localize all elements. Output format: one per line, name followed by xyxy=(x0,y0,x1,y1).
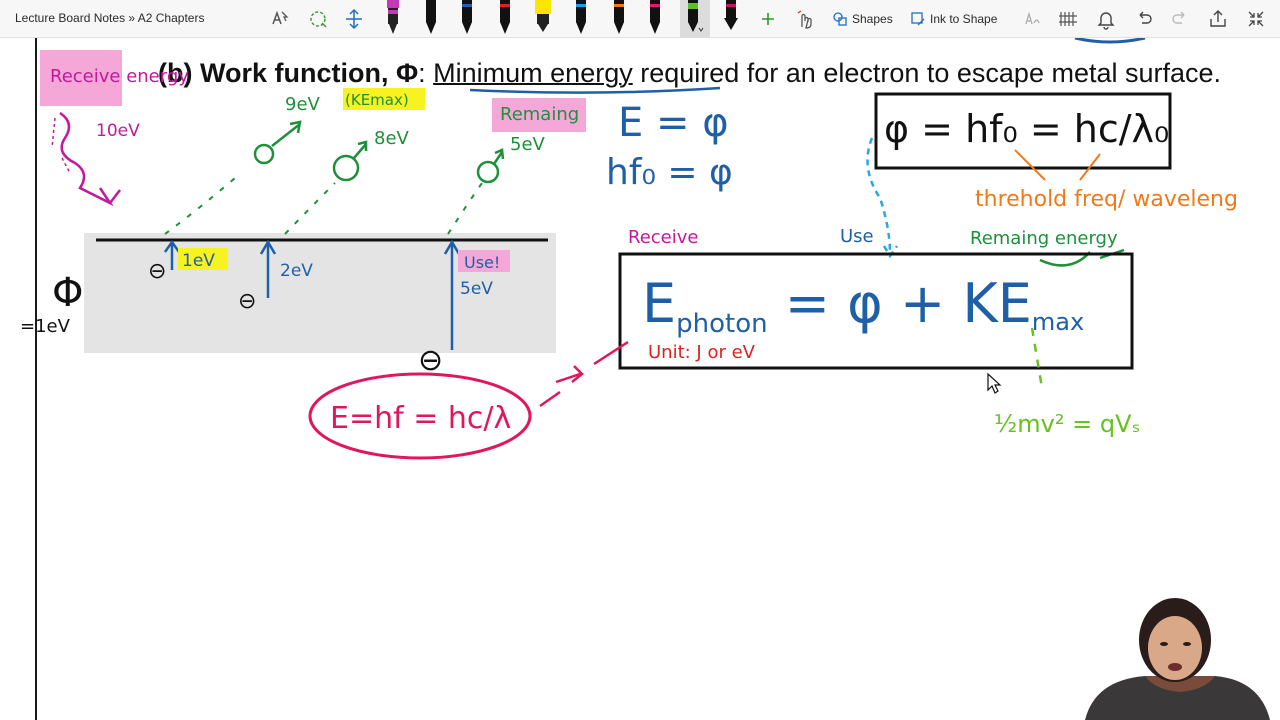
threshold-pointers xyxy=(1014,149,1101,181)
photon-wave xyxy=(59,111,121,207)
mouse-cursor xyxy=(987,372,1002,394)
receive-label: Receive xyxy=(628,227,698,248)
nine-ev-label: 9eV xyxy=(285,94,321,115)
pen-green-active[interactable] xyxy=(680,0,710,38)
toolbar: Lecture Board Notes » A2 Chapters Shapes… xyxy=(0,0,1280,38)
five-ev-top-label: 5eV xyxy=(510,134,546,155)
redo-icon[interactable] xyxy=(1168,7,1192,31)
pen-yellow-highlighter[interactable] xyxy=(532,0,554,36)
electron-3: ⊖ xyxy=(418,343,443,378)
photon-energy-equation: E=hf = hc/λ xyxy=(330,401,511,436)
heading-underlined: Minimum energy xyxy=(433,58,633,88)
phi-symbol: Φ xyxy=(52,270,83,316)
e-eq-phi: E = φ xyxy=(618,100,729,146)
threshold-label: threhold freq/ waveleng xyxy=(975,187,1238,212)
note-heading: (b) Work function, Φ: Minimum energy req… xyxy=(158,56,1258,91)
add-pen-icon[interactable] xyxy=(756,7,780,31)
pen-black-1[interactable] xyxy=(420,0,442,36)
ink-to-shape-label: Ink to Shape xyxy=(930,12,998,26)
escaped-electron-2 xyxy=(332,154,360,182)
ke-max-highlight xyxy=(343,88,425,110)
remaining-label: Remaing xyxy=(500,104,579,125)
einstein-box xyxy=(618,252,1134,370)
use-label-main: Use xyxy=(840,226,874,247)
two-ev-label: 2eV xyxy=(280,261,313,281)
margin-line xyxy=(35,38,37,720)
threshold-box xyxy=(874,92,1172,170)
receive-highlight xyxy=(40,50,122,106)
escape-arrow-2 xyxy=(353,140,368,159)
top-stroke xyxy=(1074,38,1146,44)
escape-arrow-3 xyxy=(492,148,505,165)
pen-orange[interactable] xyxy=(608,0,630,36)
electron-2: ⊖ xyxy=(238,289,256,314)
breadcrumb[interactable]: Lecture Board Notes » A2 Chapters xyxy=(15,11,205,25)
ke-connector xyxy=(1030,327,1044,389)
electron-1: ⊖ xyxy=(148,259,166,284)
shapes-label: Shapes xyxy=(852,12,893,26)
pen-magenta[interactable] xyxy=(382,0,404,36)
photon-energy-ellipse xyxy=(308,372,532,460)
share-icon[interactable] xyxy=(1206,7,1230,31)
add-space-icon[interactable] xyxy=(342,7,366,31)
hf0-eq-phi: hf₀ = φ xyxy=(606,152,733,193)
notification-bell-icon[interactable] xyxy=(1094,7,1118,31)
pen-black-2[interactable] xyxy=(456,0,478,36)
unit-label: Unit: J or eV xyxy=(648,342,756,363)
kinetic-equation: ½mv² = qVₛ xyxy=(994,410,1140,438)
one-ev-label: 1eV xyxy=(182,251,215,271)
pen-cyan[interactable] xyxy=(570,0,592,36)
undo-icon[interactable] xyxy=(1132,7,1156,31)
collapse-fullscreen-icon[interactable] xyxy=(1244,7,1268,31)
heading-ink-underline xyxy=(469,86,721,94)
remaining-highlight xyxy=(492,98,586,132)
ink-layer[interactable]: Receive energy 10eV Φ =1eV ⊖ ⊖ ⊖ 1eV 2eV… xyxy=(0,38,1280,720)
phi-eq-hf0: φ = hf₀ = hc/λ₀ xyxy=(884,107,1169,151)
escaped-electron-1 xyxy=(253,143,275,165)
five-ev-label: 5eV xyxy=(460,279,493,299)
pen-red[interactable] xyxy=(494,0,516,36)
heading-bold: (b) Work function, Φ xyxy=(158,58,419,88)
use-label: Use! xyxy=(464,253,500,272)
note-canvas[interactable]: (b) Work function, Φ: Minimum energy req… xyxy=(0,38,1280,720)
shapes-button[interactable]: Shapes xyxy=(832,8,893,30)
arrow-2ev xyxy=(259,239,277,298)
lasso-icon[interactable] xyxy=(306,7,330,31)
use-highlight xyxy=(458,250,510,272)
phi-value: =1eV xyxy=(20,316,71,337)
ink-to-text-icon[interactable] xyxy=(1020,7,1044,31)
presenter-avatar xyxy=(1085,598,1270,720)
pen-pink[interactable] xyxy=(644,0,666,36)
ten-ev-label: 10eV xyxy=(96,121,140,141)
use-arrow xyxy=(866,137,899,259)
receive-energy-label: Receive energy xyxy=(50,66,189,87)
heading-colon: : xyxy=(418,58,434,88)
eight-ev-label: 8eV xyxy=(374,128,410,149)
escape-path-1 xyxy=(164,177,236,235)
arrow-5ev xyxy=(443,239,461,350)
escape-arrow-1 xyxy=(271,120,302,147)
heading-rest: required for an electron to escape metal… xyxy=(632,58,1222,88)
lasso-select-icon[interactable] xyxy=(268,7,292,31)
remaining-brace xyxy=(1039,248,1125,267)
ke-max-note: (KEmax) xyxy=(345,91,409,109)
escape-path-3 xyxy=(447,182,483,235)
escape-path-2 xyxy=(284,182,336,235)
arrow-1ev xyxy=(163,239,181,270)
one-ev-highlight xyxy=(178,248,228,270)
photon-wave-dashes xyxy=(51,117,71,174)
escaped-electron-3 xyxy=(476,160,500,184)
ink-to-shape-button[interactable]: Ink to Shape xyxy=(910,8,997,30)
touch-draw-icon[interactable] xyxy=(792,7,816,31)
ruler-icon[interactable] xyxy=(1056,7,1080,31)
remaining-energy-label: Remaing energy xyxy=(970,228,1118,249)
photon-energy-arrow xyxy=(539,340,629,408)
pen-crimson[interactable] xyxy=(720,0,742,36)
webcam-overlay xyxy=(1075,590,1280,720)
einstein-equation: Ephoton = φ + KEmax xyxy=(642,272,1084,339)
